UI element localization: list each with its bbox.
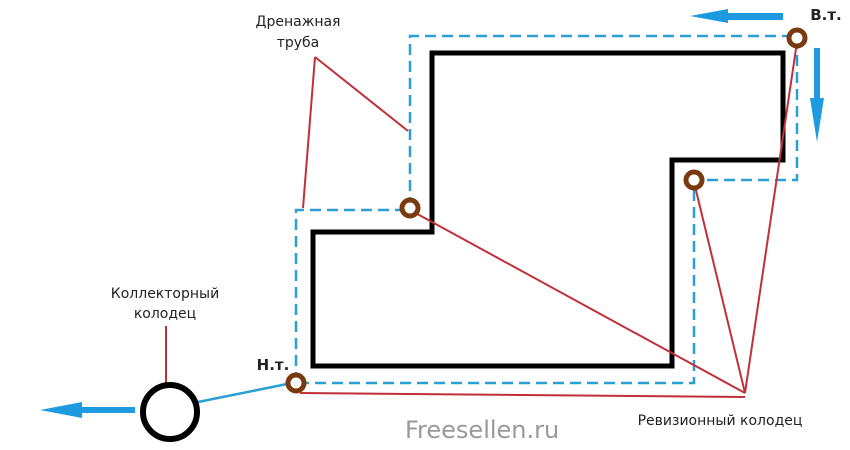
manhole-inner-corner [683,169,705,191]
drain-pipe-label-1: Дренажная [256,14,341,30]
inspection-well-label: Ревизионный колодец [638,413,803,429]
collector-well-label-2: колодец [134,306,196,322]
drain-leader-1 [302,56,316,209]
manhole-corner [399,197,421,219]
outlet-pipe [197,381,293,404]
building-outline [310,50,786,369]
inspection-leader-2 [693,181,746,394]
collector-well [140,382,200,442]
manhole-high-point [786,27,808,49]
low-point-label: Н.т. [257,356,290,374]
arrow-left-top-icon [690,9,783,23]
drain-pipe-path [294,34,799,385]
inspection-leader-1 [409,209,746,394]
collector-well-label-1: Коллекторный [111,286,219,302]
drain-pipe-label-2: труба [277,35,320,51]
leader-lines [165,41,798,398]
manhole-low-point [285,372,307,394]
inspection-leader-3 [744,41,798,394]
arrow-down-right-icon [810,48,824,142]
inspection-leader-4 [299,392,746,398]
flow-arrows [40,9,824,418]
drain-leader-2 [314,56,409,132]
inspection-wells [285,27,808,394]
arrow-left-outlet-icon [40,402,135,418]
watermark: Freesellen.ru [405,416,559,444]
high-point-label: В.т. [810,6,842,24]
